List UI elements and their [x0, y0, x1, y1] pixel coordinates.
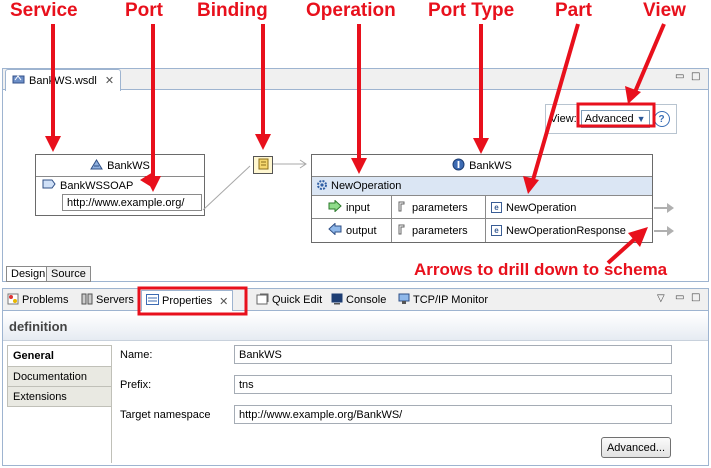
tab-label: BankWS.wsdl	[29, 74, 97, 87]
side-divider	[111, 345, 112, 463]
output-row[interactable]: output parameters e NewOperationResponse	[312, 219, 652, 242]
quick-edit-icon	[256, 293, 269, 308]
service-header[interactable]: BankWS	[36, 155, 204, 177]
port-name: BankWSSOAP	[60, 179, 134, 192]
callout-operation: Operation	[306, 0, 396, 21]
view-selector-bar: View: Advanced ▼ ?	[545, 104, 677, 134]
input-element-name: NewOperation	[506, 201, 577, 214]
tab-console[interactable]: Console	[331, 291, 386, 309]
tab-label: Servers	[96, 294, 134, 306]
tab-tcpip-monitor[interactable]: TCP/IP Monitor	[398, 291, 488, 309]
port-icon	[42, 179, 56, 192]
drill-down-note: Arrows to drill down to schema	[414, 260, 668, 279]
element-icon: e	[491, 225, 502, 236]
wsdl-editor: BankWS.wsdl ✕ ▭ □ View: Advanced ▼ ? Ban…	[2, 68, 709, 282]
chevron-down-icon: ▼	[636, 114, 646, 124]
callout-port-type: Port Type	[428, 0, 515, 21]
editor-tabstrip: BankWS.wsdl ✕ ▭ □	[3, 69, 708, 91]
maximize-icon[interactable]: □	[691, 71, 701, 82]
output-arrow-icon	[328, 222, 342, 238]
callout-part: Part	[555, 0, 592, 21]
output-element-cell[interactable]: e NewOperationResponse	[486, 219, 654, 242]
tab-quick-edit[interactable]: Quick Edit	[256, 291, 322, 309]
servers-icon	[81, 293, 93, 308]
tab-label: Quick Edit	[272, 294, 323, 306]
tab-label: Problems	[22, 294, 69, 306]
port-type-name: BankWS	[469, 159, 512, 172]
side-tab-general[interactable]: General	[7, 345, 112, 367]
properties-icon	[146, 294, 159, 308]
gear-icon	[316, 179, 328, 194]
service-name: BankWS	[107, 159, 150, 172]
binding-box[interactable]	[253, 156, 273, 174]
input-element-cell[interactable]: e NewOperation	[486, 196, 654, 219]
tab-bankws-wsdl[interactable]: BankWS.wsdl ✕	[5, 69, 122, 91]
view-menu-icon[interactable]: ▽	[657, 293, 665, 304]
service-box[interactable]: BankWS BankWSSOAP http://www.example.org…	[35, 154, 205, 216]
input-part-cell[interactable]: parameters	[392, 196, 486, 219]
output-part-name: parameters	[412, 224, 468, 237]
output-label: output	[346, 224, 377, 237]
tab-label: TCP/IP Monitor	[413, 294, 488, 306]
minimize-icon[interactable]: ▭	[675, 292, 685, 303]
tab-label: Properties	[162, 295, 213, 307]
input-row[interactable]: input parameters e NewOperation	[312, 196, 652, 219]
target-namespace-field[interactable]: http://www.example.org/BankWS/	[234, 405, 672, 424]
callout-view: View	[643, 0, 686, 21]
maximize-icon[interactable]: □	[691, 292, 701, 303]
element-icon: e	[491, 202, 502, 213]
properties-panel: Problems Servers Properties ✕ Quick Edit…	[2, 288, 709, 466]
input-cell[interactable]: input	[312, 196, 392, 219]
operation-name: NewOperation	[331, 180, 402, 192]
part-icon	[397, 201, 408, 215]
output-part-cell[interactable]: parameters	[392, 219, 486, 242]
tab-design[interactable]: Design	[6, 266, 51, 282]
tab-source[interactable]: Source	[46, 266, 91, 282]
prefix-field[interactable]: tns	[234, 375, 672, 394]
panel-tabstrip: Problems Servers Properties ✕ Quick Edit…	[3, 289, 708, 311]
input-label: input	[346, 201, 370, 214]
console-icon	[331, 293, 343, 308]
part-icon	[397, 224, 408, 238]
minimize-icon[interactable]: ▭	[675, 71, 685, 82]
binding-icon	[258, 158, 269, 173]
close-icon[interactable]: ✕	[104, 75, 115, 87]
name-field[interactable]: BankWS	[234, 345, 672, 364]
name-label: Name:	[120, 349, 153, 361]
view-dropdown[interactable]: Advanced ▼	[580, 110, 650, 128]
section-title: definition	[3, 313, 708, 341]
tab-label: Console	[346, 294, 387, 306]
target-namespace-label: Target namespace	[120, 409, 211, 421]
operation-row[interactable]: NewOperation	[312, 177, 652, 196]
problems-icon	[7, 293, 19, 308]
interface-icon	[452, 158, 465, 174]
input-arrow-icon	[328, 199, 342, 215]
side-tab-documentation[interactable]: Documentation	[7, 367, 112, 387]
view-label: View:	[550, 113, 577, 125]
prefix-label: Prefix:	[120, 379, 152, 391]
port-type-box[interactable]: BankWS NewOperation input parameters	[311, 154, 653, 243]
callout-port: Port	[125, 0, 163, 21]
port-address-field[interactable]: http://www.example.org/	[62, 194, 202, 211]
monitor-icon	[398, 293, 410, 308]
output-cell[interactable]: output	[312, 219, 392, 242]
side-tab-extensions[interactable]: Extensions	[7, 387, 112, 407]
port-type-header[interactable]: BankWS	[312, 155, 652, 177]
tab-problems[interactable]: Problems	[7, 291, 68, 309]
input-part-name: parameters	[412, 201, 468, 214]
callout-binding: Binding	[197, 0, 268, 21]
service-icon	[90, 158, 103, 173]
tab-properties[interactable]: Properties ✕	[141, 290, 234, 311]
tab-servers[interactable]: Servers	[81, 291, 134, 309]
side-tabs: General Documentation Extensions	[7, 345, 112, 407]
view-selected-value: Advanced	[584, 113, 634, 125]
close-icon[interactable]: ✕	[219, 295, 229, 308]
advanced-button[interactable]: Advanced...	[601, 437, 671, 458]
wsdl-file-icon	[12, 73, 25, 88]
output-element-name: NewOperationResponse	[506, 224, 626, 237]
help-icon[interactable]: ?	[653, 111, 670, 127]
port-row[interactable]: BankWSSOAP	[36, 177, 204, 194]
callout-service: Service	[10, 0, 78, 21]
